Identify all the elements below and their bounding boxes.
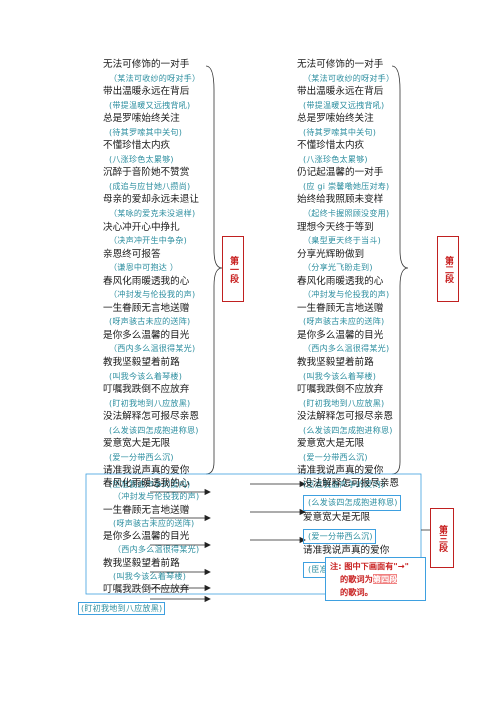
lyric-line: 爱意宽大是无限 bbox=[303, 511, 371, 523]
lyric-romanization-line: （决声冲开生中争杂) bbox=[109, 235, 188, 246]
lyric-line: 没法解释怎可报尽亲恩 bbox=[103, 411, 199, 423]
lyric-line: 是你多么温馨的目光 bbox=[103, 531, 190, 543]
lyric-romanization-line: (么发该四怎成抱进称恩) bbox=[109, 424, 199, 435]
lyric-romanization-line: （臬型更天终于当斗) bbox=[303, 235, 382, 246]
section-label-2: 第二段 bbox=[437, 236, 459, 302]
lyric-romanization-line: （西内多么温很得某光) bbox=[113, 544, 200, 555]
lyric-line: 不懂珍惜太内疚 bbox=[103, 140, 171, 152]
footnote-highlight: 第四段 bbox=[372, 574, 398, 584]
lyric-romanization-line: （某法可收纱的呀对手） bbox=[303, 72, 395, 83]
lyric-romanization-line: (呀声骇古未应的送阵) bbox=[109, 316, 191, 327]
lyric-romanization-line: (呀声骇古未应的送阵) bbox=[303, 316, 385, 327]
lyrics-last-line: (盯初我地到八应放黑) bbox=[78, 596, 166, 615]
lyric-line: 春风化雨暖透我的心 bbox=[103, 275, 190, 287]
lyric-line: 理想今天终于等到 bbox=[297, 221, 374, 233]
lyric-line: 带出温暖永远在背后 bbox=[297, 86, 384, 98]
lyric-line: 不懂珍惜太内疚 bbox=[297, 140, 365, 152]
lyric-romanization-line: （起终卡握照顾没变用) bbox=[303, 208, 390, 219]
lyric-line: 仍记起温馨的一对手 bbox=[297, 167, 384, 179]
section-label-1: 第一段 bbox=[222, 236, 244, 302]
lyric-romanization-line: （西内多么温很得某光) bbox=[303, 343, 390, 354]
lyric-line: 春风化雨暖透我的心 bbox=[103, 478, 190, 489]
lyric-line: 是你多么温馨的目光 bbox=[297, 329, 384, 341]
lyrics-column-section3-left: 春风化雨暖透我的心 （冲封发与伦投我的声) 一生眷顾无言地送赠(呀声骇古未应的送阵)… bbox=[103, 477, 199, 597]
lyric-romanization-line: (盯初我地到八应放黑) bbox=[109, 397, 191, 408]
lyric-romanization-line: (待其罗嗦其中关句) bbox=[303, 126, 377, 137]
lyric-romanization-line: （某法可收纱的呀对手） bbox=[109, 72, 201, 83]
section-label-3: 第三段 bbox=[430, 508, 454, 568]
lyric-line: 春风化雨暖透我的心 bbox=[297, 275, 384, 287]
footnote-line-1: 注: 图中下画面有"→" bbox=[330, 561, 409, 571]
lyric-romanization-line: （冲封发与伦投我的声) bbox=[109, 289, 196, 300]
lyric-line: 始终给我照顾未变样 bbox=[297, 194, 384, 206]
lyrics-column-section1: 无法可修饰的一对手 （某法可收纱的呀对手） 带出温暖永远在背后(带提温暖又远拽背吼)… bbox=[103, 58, 200, 492]
lyric-romanization-line: （冲封发与伦投我的声) bbox=[303, 289, 390, 300]
lyrics-column-section2: 无法可修饰的一对手 （某法可收纱的呀对手） 带出温暖永远在背后(带提温暖又远拽背吼)… bbox=[297, 58, 394, 492]
lyric-line: 一生眷顾无言地送赠 bbox=[103, 504, 190, 516]
lyric-line: 爱意宽大是无限 bbox=[103, 438, 171, 450]
lyric-line: 叮嘱我跌倒不应放弃 bbox=[103, 384, 190, 396]
lyric-line: 没法解释怎可报尽亲恩 bbox=[303, 478, 399, 489]
lyric-romanization-line: (爱一分带西么沉) bbox=[109, 451, 174, 462]
lyric-line: 母亲的爱却永远未退让 bbox=[103, 194, 199, 206]
lyric-romanization-line: （某咏的爱克未没退样) bbox=[109, 208, 196, 219]
section3-frame bbox=[85, 473, 422, 595]
brace-section1 bbox=[205, 65, 223, 475]
lyric-romanization-line: (带提温暖又远拽背吼) bbox=[303, 99, 385, 110]
lyric-line: 请准我说声真的爱你 bbox=[103, 465, 190, 477]
lyric-romanization-line: (叫我今该么着琴楼) bbox=[113, 571, 187, 582]
lyric-romanization-line: (爱一分带西么沉) bbox=[303, 451, 368, 462]
lyric-romanization-line: (应 gi 崇馨嘞她压对寿) bbox=[303, 180, 390, 191]
lyric-romanization-line: (八涨珍色太累够) bbox=[109, 153, 174, 164]
lyric-romanization-line: (叫我今该么着琴楼) bbox=[109, 370, 183, 381]
lyric-line: 请准我说声真的爱你 bbox=[303, 545, 390, 557]
lyric-romanization-line: （西内多么温很得某光) bbox=[109, 343, 196, 354]
lyric-line: 叮嘱我跌倒不应放弃 bbox=[297, 384, 384, 396]
lyric-romanization-line: （谦恩中可抱达 ） bbox=[109, 262, 179, 273]
brace-section2 bbox=[391, 65, 409, 475]
lyric-line: 带出温暖永远在背后 bbox=[103, 86, 190, 98]
lyric-romanization-line: (臣准我虚声争的爱内) bbox=[109, 478, 191, 489]
lyric-romanization-line: (待其罗嗦其中关句) bbox=[109, 126, 183, 137]
lyric-line: 无法可修饰的一对手 bbox=[103, 59, 190, 70]
lyric-romanization-line: (带提温暖又远拽背吼) bbox=[109, 99, 191, 110]
lyric-line: 教我坚毅望着前路 bbox=[103, 557, 180, 569]
footnote-line-3: 的歌词。 bbox=[340, 587, 373, 597]
lyric-line: 叮嘱我跌倒不应放弃 bbox=[103, 584, 190, 596]
lyric-line: 一生眷顾无言地送赠 bbox=[297, 302, 384, 314]
lyric-romanization-line: (么发该四怎成抱进称恩) bbox=[303, 495, 401, 511]
lyric-romanization-line: (么发该四怎成抱进称恩) bbox=[303, 424, 393, 435]
lyric-romanization-line: (爱一分带西么沉) bbox=[303, 528, 376, 545]
footnote-line-2: 的歌词为第四段 bbox=[340, 574, 398, 584]
lyric-line: 一生眷顾无言地送赠 bbox=[103, 302, 190, 314]
lyric-line: 亲恩终可报答 bbox=[103, 248, 161, 260]
lyric-romanization-line: (盯初我地到八应放黑) bbox=[78, 602, 166, 615]
lyric-line: 是你多么温馨的目光 bbox=[103, 329, 190, 341]
lyric-romanization-line: (盯初我地到八应放黑) bbox=[303, 397, 385, 408]
lyric-romanization-line: （冲封发与伦投我的声) bbox=[113, 491, 200, 502]
lyric-line: 沉醉于音阶她不赞赏 bbox=[103, 167, 190, 179]
lyric-line: 分享光辉盼做到 bbox=[297, 248, 365, 260]
arrow-marks bbox=[150, 480, 306, 603]
lyric-line: 请准我说声真的爱你 bbox=[297, 465, 384, 477]
lyric-line: 爱意宽大是无限 bbox=[297, 438, 365, 450]
lyric-romanization-line: (叫我今该么着琴楼) bbox=[303, 370, 377, 381]
lyric-line: 教我坚毅望着前路 bbox=[103, 357, 180, 369]
lyric-line: 总是罗嗦始终关注 bbox=[103, 113, 180, 125]
lyric-line: 无法可修饰的一对手 bbox=[297, 59, 384, 70]
lyric-romanization-line: (成追与应甘她八攒尚) bbox=[109, 180, 191, 191]
footnote-box: 注: 图中下画面有"→" 的歌词为第四段 的歌词。 bbox=[325, 557, 426, 601]
lyric-romanization-line: (臣准我虚声争的爱内) bbox=[303, 478, 385, 489]
lyric-romanization-line: (呀声骇古未应的送阵) bbox=[113, 517, 195, 528]
lyric-romanization-line: （分享光飞盼走到) bbox=[303, 262, 373, 273]
lyric-line: 没法解释怎可报尽亲恩 bbox=[297, 411, 393, 423]
lyric-romanization-line: (八涨珍色太累够) bbox=[303, 153, 368, 164]
lyric-line: 决心冲开心中挣扎 bbox=[103, 221, 180, 233]
lyric-line: 教我坚毅望着前路 bbox=[297, 357, 374, 369]
lyric-line: 总是罗嗦始终关注 bbox=[297, 113, 374, 125]
